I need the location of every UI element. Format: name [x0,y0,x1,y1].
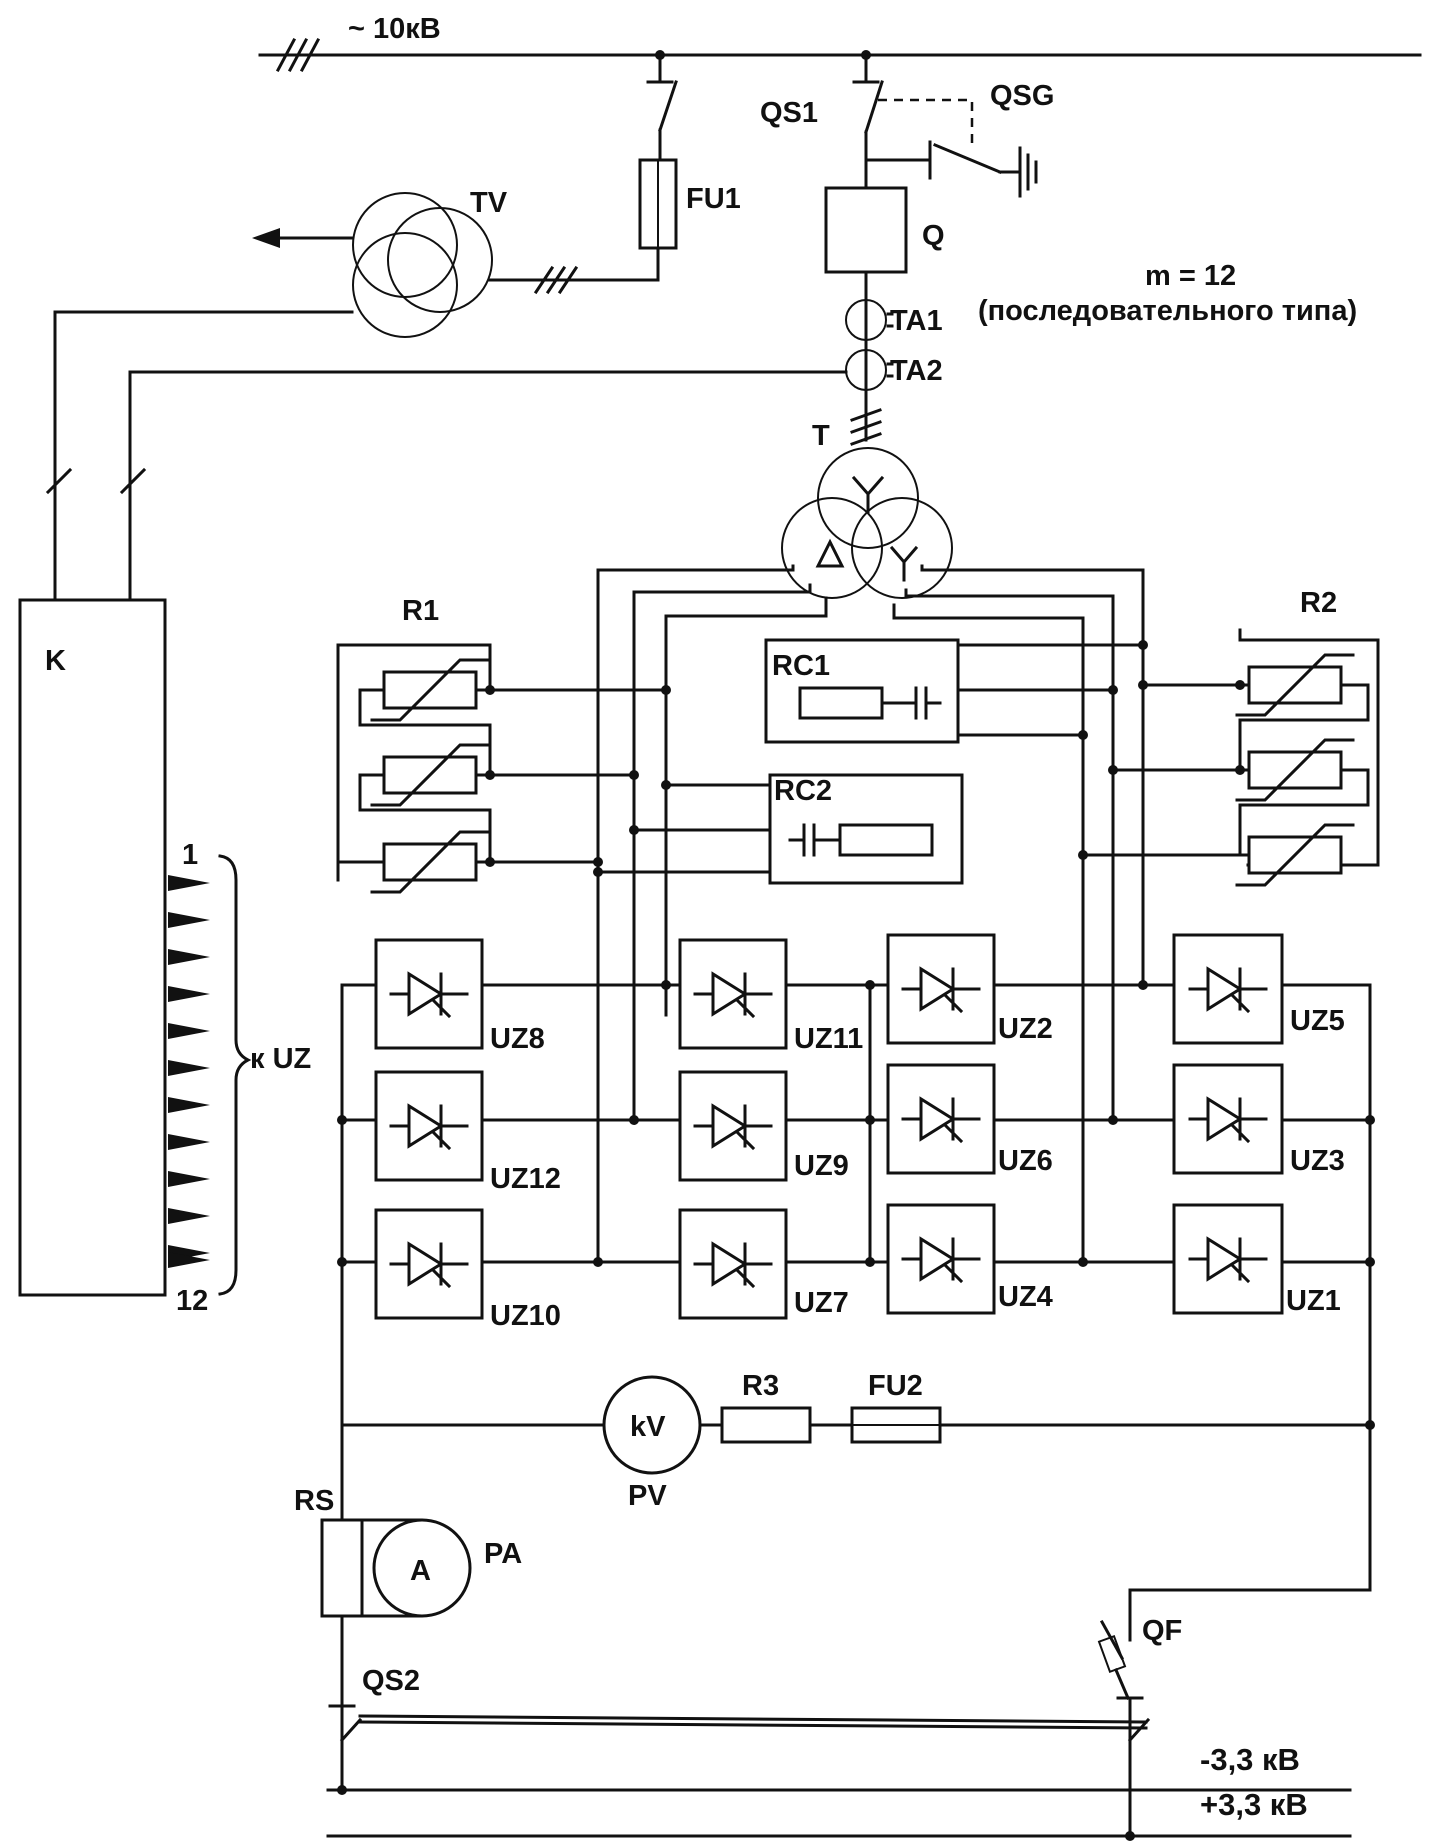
channel-last-label: 12 [176,1285,208,1317]
supply-bus [258,37,1422,73]
channel-first-label: 1 [182,839,198,871]
qf-label: QF [1142,1615,1182,1647]
tv-output-arrow [252,228,280,248]
thyristor-uz12 [374,1070,484,1182]
r2-label: R2 [1300,587,1337,619]
r1-varistor-group [336,643,671,894]
supply-voltage-label: ~ 10кВ [348,13,441,45]
k-control-outputs [168,854,252,1296]
pv-voltmeter [602,1375,702,1475]
r3-label: R3 [742,1370,779,1402]
rc2-snubber [593,773,964,885]
thyristor-uz11-label: UZ11 [794,1023,863,1055]
thyristor-uz8 [374,938,484,1050]
thyristor-uz4 [886,1203,996,1315]
thyristor-uz4-label: UZ4 [998,1281,1053,1313]
thyristor-uz11 [678,938,788,1050]
pv-label: PV [628,1480,667,1512]
q-circuit-breaker [824,186,908,274]
m-value-label: m = 12 [1145,260,1236,292]
voltmeter-branch [340,1406,1375,1444]
thyristor-uz7-label: UZ7 [794,1287,849,1319]
kv-label: kV [630,1411,666,1443]
thyristor-uz12-label: UZ12 [490,1163,561,1195]
t-label: T [812,420,830,452]
thyristor-uz9-label: UZ9 [794,1150,849,1182]
thyristor-uz3 [1172,1063,1284,1175]
secondary-wiring [596,564,1145,1264]
thyristor-uz10-label: UZ10 [490,1300,561,1332]
r1-label: R1 [402,595,439,627]
thyristor-array [337,980,1375,1592]
thyristor-uz9 [678,1070,788,1182]
ta2-label: TA2 [890,355,943,387]
k-uz-label: к UZ [250,1043,311,1075]
qsg-earthing-switch [864,98,1038,198]
thyristor-uz6 [886,1063,996,1175]
thyristor-uz5-label: UZ5 [1290,1005,1345,1037]
thyristor-uz8-label: UZ8 [490,1023,545,1055]
rs-shunt [320,1423,422,1742]
rc1-label: RC1 [772,650,830,682]
qs2-output-switch [328,1704,1151,1838]
output-buses [326,1785,1352,1841]
fu1-label: FU1 [686,183,741,215]
rc2-label: RC2 [774,775,832,807]
minus-bus-label: -3,3 кВ [1200,1742,1300,1777]
rs-label: RS [294,1485,334,1517]
m-type-label: (последовательного типа) [978,295,1357,327]
qs2-label: QS2 [362,1665,420,1697]
a-label: A [410,1555,431,1587]
thyristor-uz7 [678,1208,788,1320]
q-label: Q [922,220,945,252]
thyristor-uz6-label: UZ6 [998,1145,1053,1177]
t-transformer [781,408,953,599]
thyristor-uz3-label: UZ3 [1290,1145,1345,1177]
ta2-current-transformer [845,349,894,391]
k-label: K [45,645,66,677]
thyristor-uz5 [1172,933,1284,1045]
tv-transformer [352,192,493,338]
plus-bus-label: +3,3 кВ [1200,1787,1308,1822]
pa-ammeter [372,1518,472,1618]
r2-varistor-group [1078,628,1380,887]
tv-label: TV [470,187,508,219]
control-unit-k [18,598,167,1297]
fu1-disconnector [646,53,678,162]
thyristor-uz2-label: UZ2 [998,1013,1053,1045]
qsg-label: QSG [990,80,1054,112]
qs1-label: QS1 [760,97,818,129]
ta1-label: TA1 [890,305,943,337]
thyristor-uz1 [1172,1203,1284,1315]
thyristor-uz10 [374,1208,484,1320]
fu2-label: FU2 [868,1370,923,1402]
rc1-snubber [764,638,1148,744]
pa-label: PA [484,1538,522,1570]
thyristor-uz2 [886,933,996,1045]
thyristor-uz1-label: UZ1 [1286,1285,1341,1317]
ta1-current-transformer [845,299,894,341]
qs1-disconnector [852,53,884,190]
qf-circuit-breaker [1097,1588,1372,1742]
